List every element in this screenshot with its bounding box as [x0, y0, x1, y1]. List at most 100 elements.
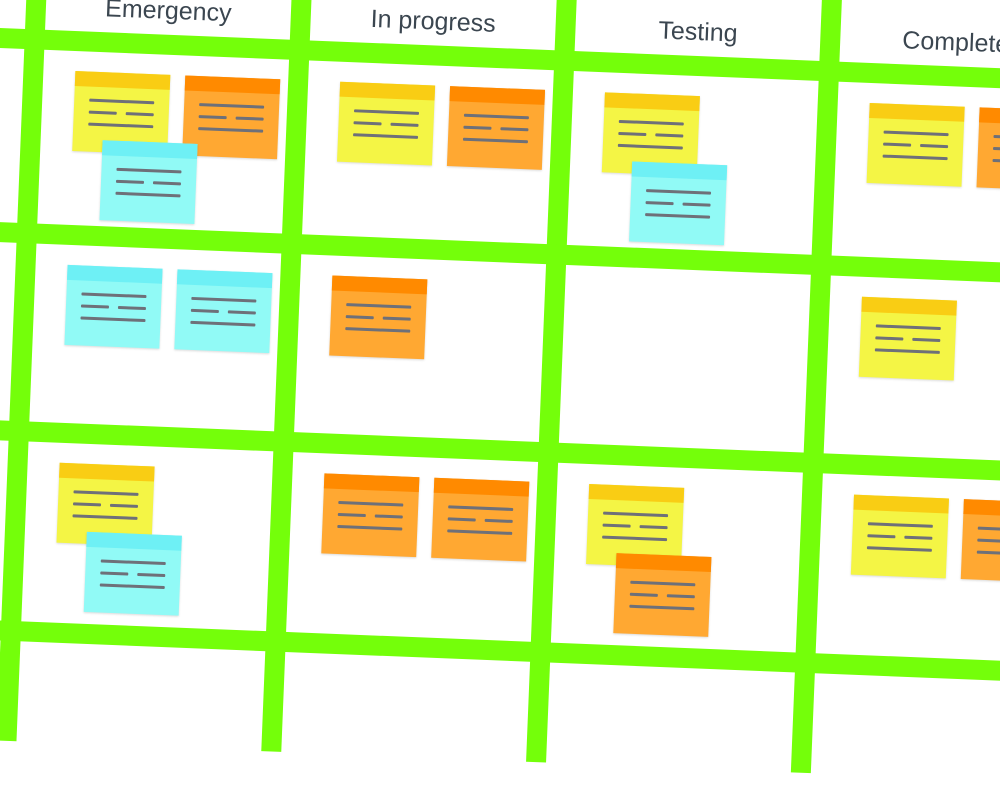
board-cell — [37, 50, 289, 237]
sticky-note-band — [631, 161, 728, 181]
board-cell — [567, 71, 819, 258]
sticky-note-orange[interactable] — [613, 553, 712, 637]
text-line — [646, 189, 712, 195]
text-line — [198, 127, 264, 133]
board-cell — [21, 441, 273, 628]
text-line — [337, 524, 403, 531]
text-line — [99, 583, 165, 590]
text-line — [125, 112, 154, 117]
text-line — [353, 109, 420, 115]
text-line — [603, 511, 669, 518]
sticky-note-cyan[interactable] — [174, 269, 273, 354]
text-line — [198, 115, 227, 120]
text-line — [72, 502, 102, 507]
board-cell — [294, 254, 546, 441]
text-line — [346, 303, 412, 309]
text-line — [875, 324, 941, 330]
board-cell — [29, 244, 281, 431]
text-line — [382, 316, 411, 321]
text-line — [630, 580, 696, 587]
sticky-note-yellow[interactable] — [850, 494, 949, 579]
text-line — [912, 337, 941, 342]
text-line — [73, 490, 139, 496]
text-line — [992, 158, 1000, 165]
text-line — [235, 116, 264, 121]
text-line — [462, 137, 528, 144]
sticky-note-yellow[interactable] — [336, 81, 436, 166]
text-line — [80, 304, 110, 309]
sticky-note-band — [184, 75, 281, 95]
text-line — [602, 523, 631, 528]
text-line — [618, 131, 647, 137]
sticky-note-orange[interactable] — [431, 477, 530, 562]
text-line — [617, 143, 683, 150]
text-line — [374, 514, 403, 519]
text-line — [390, 122, 419, 127]
text-line — [89, 98, 155, 105]
sticky-note-band — [331, 275, 428, 295]
column-header: Testing — [657, 16, 739, 48]
sticky-note-band — [853, 494, 949, 514]
sticky-note-orange[interactable] — [329, 275, 428, 360]
text-line — [190, 308, 219, 314]
board-cell — [824, 276, 1000, 463]
text-line — [874, 348, 940, 354]
text-line — [977, 538, 1000, 543]
sticky-note-cyan[interactable] — [629, 161, 728, 246]
sticky-note-yellow[interactable] — [866, 102, 965, 187]
text-line — [345, 315, 374, 320]
text-line — [976, 550, 1000, 557]
text-line — [80, 316, 146, 323]
sticky-note-orange[interactable] — [976, 107, 1000, 192]
sticky-note-band — [588, 484, 685, 503]
text-line — [875, 336, 904, 341]
text-line — [867, 522, 933, 528]
sticky-note-band — [102, 140, 198, 160]
text-line — [448, 505, 514, 511]
column-header: Emergency — [104, 0, 233, 28]
text-line — [484, 518, 513, 523]
sticky-note-band — [339, 81, 436, 101]
sticky-note-orange[interactable] — [446, 86, 546, 170]
text-line — [639, 525, 668, 530]
text-line — [447, 529, 513, 535]
board-cell — [302, 60, 554, 247]
text-line — [883, 142, 912, 147]
sticky-note-cyan[interactable] — [64, 264, 163, 349]
text-line — [88, 110, 117, 115]
sticky-note-band — [604, 92, 700, 112]
sticky-note-band — [59, 462, 155, 482]
sticky-note-band — [67, 264, 163, 284]
sticky-note-band — [323, 473, 420, 493]
text-line — [682, 202, 711, 207]
sticky-note-orange[interactable] — [960, 499, 1000, 583]
text-line — [72, 514, 138, 520]
sticky-note-band — [449, 86, 546, 105]
text-line — [117, 305, 146, 311]
text-line — [904, 535, 933, 540]
text-line — [345, 327, 411, 333]
text-line — [353, 121, 382, 126]
sticky-note-band — [979, 107, 1000, 127]
column-header: In progress — [370, 4, 497, 38]
text-line — [866, 546, 932, 552]
text-line — [977, 526, 1000, 533]
text-line — [629, 604, 695, 611]
text-line — [463, 113, 529, 120]
sticky-note-band — [86, 531, 182, 551]
text-line — [115, 179, 145, 184]
text-line — [191, 296, 257, 303]
sticky-note-orange[interactable] — [321, 473, 420, 558]
text-line — [152, 181, 182, 186]
text-line — [227, 310, 256, 315]
text-line — [109, 503, 139, 508]
board-cell — [551, 463, 803, 650]
text-line — [190, 320, 256, 327]
text-line — [645, 213, 711, 219]
board-cell — [831, 82, 1000, 269]
sticky-note-yellow[interactable] — [858, 296, 957, 381]
text-line — [500, 127, 529, 132]
sticky-note-cyan[interactable] — [99, 140, 198, 224]
text-line — [116, 167, 182, 174]
text-line — [867, 534, 896, 539]
